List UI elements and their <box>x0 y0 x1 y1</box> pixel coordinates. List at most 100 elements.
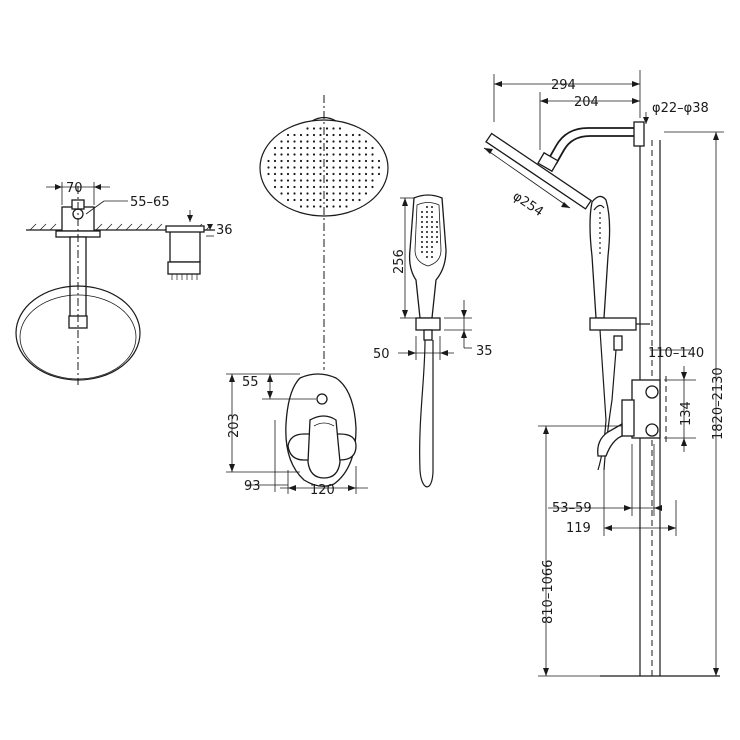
nozzle-dot <box>332 159 335 163</box>
nozzle-dot <box>267 166 270 169</box>
nozzle-dot <box>358 153 361 156</box>
nozzle-dot <box>358 198 361 202</box>
nozzle-dot <box>364 172 368 176</box>
nozzle-dot <box>299 140 303 143</box>
nozzle-dot <box>319 198 322 202</box>
nozzle-dot <box>325 159 329 163</box>
nozzle-dot <box>286 185 290 189</box>
nozzle-dot <box>364 140 368 143</box>
slide-holder <box>589 317 637 331</box>
nozzle-dot <box>306 205 309 208</box>
nozzle-dot <box>338 185 342 189</box>
nozzle-dot <box>338 159 342 163</box>
nozzle-dot <box>332 192 335 195</box>
dim-top-left-depth: 55–65 <box>130 195 170 210</box>
dim-handle-width: 50 <box>373 347 390 362</box>
hand-shower-view: 256 35 50 <box>373 194 493 488</box>
nozzle-dot <box>338 153 342 156</box>
nozzle-dot <box>345 140 348 143</box>
nozzle-dot <box>338 166 342 169</box>
nozzle-dot <box>325 127 329 130</box>
nozzle-dot <box>280 192 283 195</box>
nozzle-dot <box>599 237 601 239</box>
nozzle-dot <box>306 127 309 130</box>
nozzle-dot <box>312 153 316 156</box>
nozzle-dot <box>351 140 355 143</box>
hand-shower-hose <box>419 339 434 488</box>
nozzle-dot <box>431 231 433 233</box>
arm-ball-joint <box>537 151 559 173</box>
nozzle-dot <box>293 192 296 195</box>
nozzle-dot <box>306 159 309 163</box>
nozzle-dot <box>599 212 601 214</box>
nozzle-dot <box>312 146 316 150</box>
nozzle-dot <box>293 153 296 156</box>
nozzle-dot <box>325 140 329 143</box>
nozzle-dot <box>299 205 303 208</box>
nozzle-dot <box>280 166 283 169</box>
nozzle-dot <box>293 146 296 150</box>
nozzle-dot <box>426 221 428 223</box>
nozzle-dot <box>351 192 355 195</box>
nozzle-dot <box>325 133 329 137</box>
nozzle-dot <box>377 172 381 176</box>
nozzle-dot <box>371 179 374 182</box>
nozzle-dot <box>280 172 283 176</box>
nozzle-dot <box>436 226 438 228</box>
nozzle-dot <box>306 153 309 156</box>
dim-plate-top: 55 <box>242 375 259 390</box>
nozzle-dot <box>286 153 290 156</box>
side-mount-view: 36 <box>165 210 233 280</box>
nozzle-dot <box>332 140 335 143</box>
nozzle-dot <box>332 198 335 202</box>
nozzle-dot <box>286 192 290 195</box>
nozzle-dot <box>273 179 277 182</box>
nozzle-dot <box>299 133 303 137</box>
nozzle-dot <box>299 185 303 189</box>
tilted-rain-head <box>485 132 592 210</box>
nozzle-dot <box>273 185 277 189</box>
nozzle-dot <box>267 159 270 163</box>
nozzle-dot <box>421 251 423 253</box>
ceiling-mounted-head-view: 70 55–65 <box>15 181 215 385</box>
dim-head-height: 256 <box>392 249 407 274</box>
lever-highlight <box>313 422 335 427</box>
nozzle-dot <box>306 198 309 202</box>
nozzle-dot <box>421 221 423 223</box>
nozzle-dot <box>299 172 303 176</box>
nozzle-dot <box>377 166 381 169</box>
nozzle-dot <box>338 205 342 208</box>
nozzle-dot <box>436 221 438 223</box>
nozzle-dot <box>371 146 374 150</box>
nozzle-dot <box>306 133 309 137</box>
nozzle-dot <box>426 211 428 213</box>
nozzle-dot <box>332 127 335 130</box>
diverter-button <box>316 393 328 405</box>
nozzle-dot <box>431 206 433 208</box>
nozzle-dot <box>319 185 322 189</box>
rain-head-nozzles <box>267 127 381 208</box>
nozzle-dot <box>431 246 433 248</box>
nozzle-dot <box>286 133 290 137</box>
nozzle-dot <box>306 192 309 195</box>
dim-valve-height: 134 <box>679 401 694 426</box>
nozzle-dot <box>306 172 309 176</box>
nozzle-dot <box>312 192 316 195</box>
nozzle-dot <box>332 179 335 182</box>
nozzle-dot <box>273 146 277 150</box>
nozzle-dot <box>312 205 316 208</box>
nozzle-dot <box>364 159 368 163</box>
nozzle-dot <box>371 185 374 189</box>
nozzle-dot <box>351 172 355 176</box>
nozzle-dot <box>293 179 296 182</box>
nozzle-dot <box>345 159 348 163</box>
nozzle-dot <box>426 241 428 243</box>
nozzle-dot <box>421 246 423 248</box>
nozzle-dot <box>332 146 335 150</box>
nozzle-dot <box>306 179 309 182</box>
nozzle-dot <box>426 256 428 258</box>
nozzle-dot <box>306 140 309 143</box>
nozzle-dot <box>421 226 423 228</box>
nozzle-dot <box>364 185 368 189</box>
